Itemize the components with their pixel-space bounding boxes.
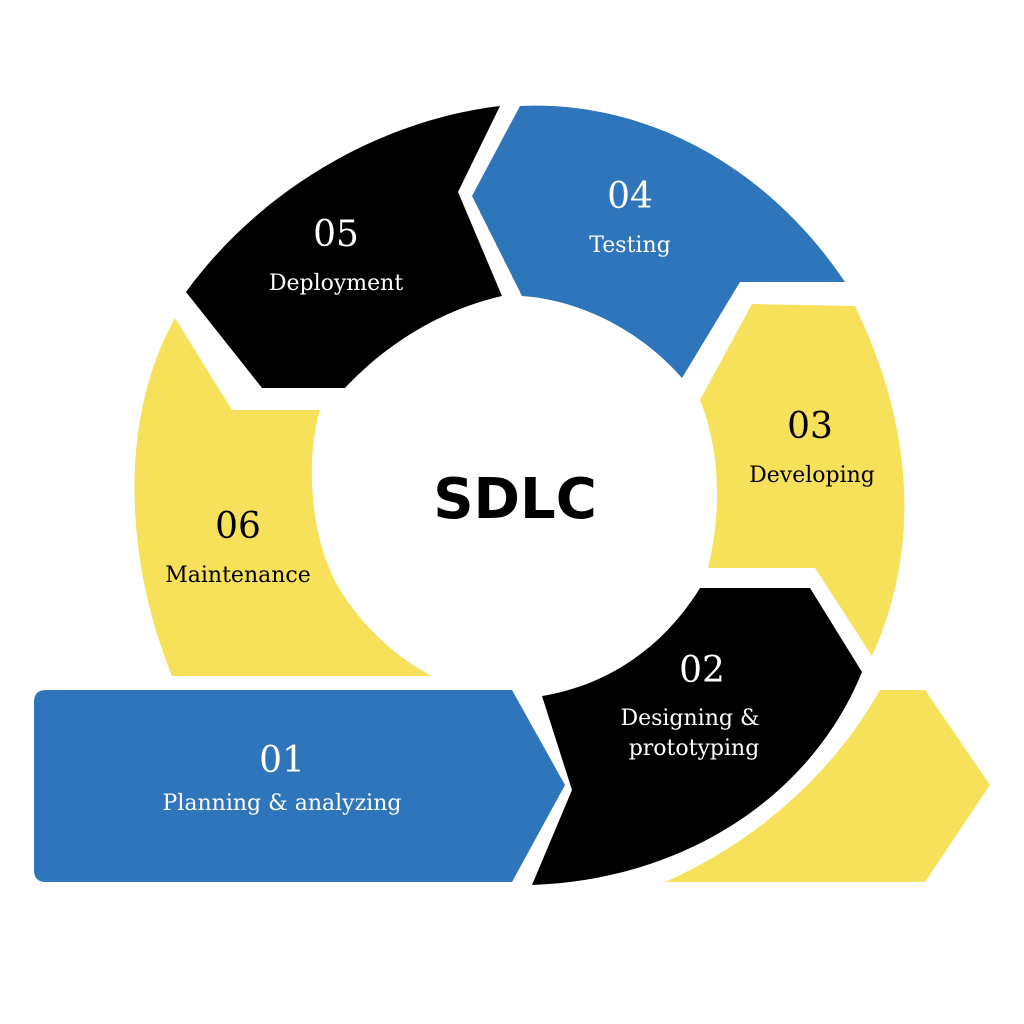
center-title: SDLC — [433, 467, 597, 532]
yellow-arrow-tail — [665, 690, 990, 882]
stage-02-number: 02 — [679, 650, 725, 691]
stage-04-number: 04 — [607, 176, 653, 217]
stage-04-segment — [472, 105, 845, 379]
stage-01-segment — [34, 690, 565, 882]
stage-06-number: 06 — [215, 506, 261, 547]
stage-05-label: Deployment — [269, 271, 404, 296]
stage-01-label: Planning & analyzing — [163, 791, 402, 816]
stage-06-label: Maintenance — [165, 563, 311, 588]
stage-05-number: 05 — [313, 214, 359, 255]
stage-02-label-line2: prototyping — [629, 736, 760, 761]
stage-02-segment — [532, 588, 862, 885]
stage-02-label-line1: Designing & — [620, 706, 759, 731]
stage-05-segment — [186, 106, 502, 388]
stage-03-label: Developing — [749, 463, 875, 488]
stage-04-label: Testing — [589, 233, 670, 258]
stage-01-number: 01 — [259, 740, 305, 781]
stage-03-number: 03 — [787, 406, 833, 447]
stage-03-segment — [700, 304, 905, 656]
stage-06-segment — [134, 318, 432, 676]
